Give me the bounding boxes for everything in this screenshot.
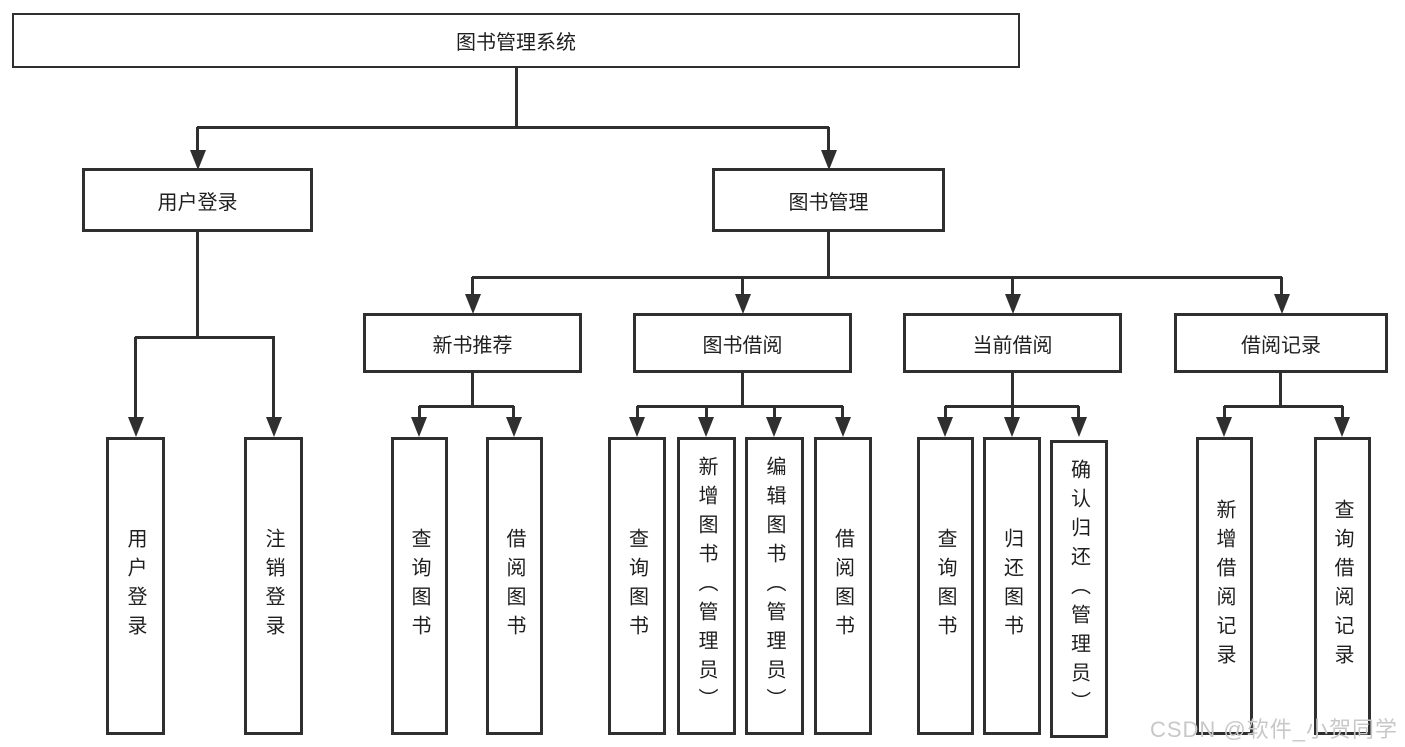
leaf-label: 归还图书 — [1000, 528, 1023, 644]
connector-line — [515, 67, 518, 128]
leaf-query-borrow-record: 查询借阅记录 — [1314, 437, 1371, 735]
connector-line — [741, 277, 744, 298]
arrow-down-icon — [411, 417, 427, 437]
node-label: 图书管理 — [788, 191, 869, 214]
arrow-down-icon — [128, 417, 144, 437]
arrow-down-icon — [465, 294, 481, 314]
connector-line — [741, 372, 744, 407]
node-current-borrowing: 当前借阅 — [903, 313, 1122, 373]
connector-line — [944, 406, 947, 418]
node-book-borrowing: 图书借阅 — [633, 313, 852, 373]
connector-line — [1341, 406, 1344, 418]
connector-line — [827, 127, 830, 153]
connector-line — [1224, 405, 1343, 408]
leaf-label: 确认归还（管理员） — [1067, 458, 1090, 720]
connector-line — [419, 405, 514, 408]
connector-line — [512, 406, 515, 418]
connector-line — [773, 406, 776, 418]
leaf-label: 借阅图书 — [831, 528, 854, 644]
connector-line — [471, 277, 474, 298]
arrow-down-icon — [735, 294, 751, 314]
arrow-down-icon — [937, 417, 953, 437]
arrow-down-icon — [506, 417, 522, 437]
arrow-down-icon — [1004, 417, 1020, 437]
leaf-return-books: 归还图书 — [983, 437, 1041, 735]
node-book-management: 图书管理 — [712, 168, 945, 232]
leaf-label: 注销登录 — [262, 528, 284, 644]
node-label: 图书借阅 — [702, 334, 783, 357]
leaf-label: 查询借阅记录 — [1331, 499, 1353, 673]
connector-line — [1280, 277, 1283, 298]
arrow-down-icon — [1005, 294, 1021, 314]
arrow-down-icon — [821, 150, 837, 170]
connector-line — [272, 337, 275, 419]
node-label: 当前借阅 — [972, 334, 1053, 357]
arrow-down-icon — [266, 417, 282, 437]
connector-line — [418, 406, 421, 418]
node-library-management-system: 图书管理系统 — [12, 13, 1020, 68]
leaf-edit-book-admin: 编辑图书（管理员） — [745, 437, 804, 735]
connector-line — [827, 231, 830, 278]
arrow-down-icon — [1216, 417, 1232, 437]
connector-line — [135, 336, 275, 339]
leaf-logout: 注销登录 — [244, 437, 303, 735]
connector-line — [1279, 372, 1282, 407]
leaf-user-login: 用户登录 — [106, 437, 165, 735]
connector-line — [1011, 277, 1014, 298]
connector-line — [196, 127, 199, 153]
leaf-label: 用户登录 — [124, 528, 146, 644]
connector-line — [196, 231, 199, 337]
leaf-label: 新增图书（管理员） — [695, 455, 717, 717]
leaf-query-books-current: 查询图书 — [917, 437, 974, 735]
connector-line — [1011, 372, 1014, 407]
arrow-down-icon — [1274, 294, 1290, 314]
leaf-confirm-return-admin: 确认归还（管理员） — [1050, 440, 1108, 738]
node-borrowing-records: 借阅记录 — [1174, 313, 1388, 373]
connector-line — [1223, 406, 1226, 418]
connector-line — [705, 406, 708, 418]
arrow-down-icon — [190, 150, 206, 170]
node-user-login: 用户登录 — [82, 168, 313, 232]
connector-line — [472, 276, 1282, 279]
node-label: 用户登录 — [157, 191, 238, 214]
arrow-down-icon — [1334, 417, 1350, 437]
arrow-down-icon — [835, 417, 851, 437]
connector-line — [637, 405, 843, 408]
leaf-add-borrow-record: 新增借阅记录 — [1196, 437, 1253, 735]
leaf-label: 新增借阅记录 — [1213, 499, 1235, 673]
arrow-down-icon — [698, 417, 714, 437]
arrow-down-icon — [1071, 417, 1087, 437]
leaf-borrow-books-recommend: 借阅图书 — [486, 437, 543, 735]
leaf-label: 查询图书 — [408, 528, 430, 644]
leaf-label: 编辑图书（管理员） — [763, 455, 785, 717]
leaf-label: 查询图书 — [934, 528, 956, 644]
leaf-label: 查询图书 — [625, 528, 648, 644]
connector-line — [471, 372, 474, 407]
leaf-query-books-borrowing: 查询图书 — [608, 437, 666, 735]
connector-line — [1077, 406, 1080, 418]
connector-line — [841, 406, 844, 418]
connector-line — [134, 337, 137, 419]
csdn-watermark: CSDN @软件_小贺同学 — [1149, 717, 1398, 742]
arrow-down-icon — [629, 417, 645, 437]
connector-line — [1011, 406, 1014, 418]
connector-line — [636, 406, 639, 418]
node-new-book-recommendation: 新书推荐 — [363, 313, 582, 373]
leaf-borrow-books: 借阅图书 — [814, 437, 872, 735]
node-label: 图书管理系统 — [456, 32, 576, 54]
leaf-label: 借阅图书 — [503, 528, 525, 644]
leaf-query-books-recommend: 查询图书 — [391, 437, 448, 735]
connector-line — [197, 126, 829, 129]
leaf-add-book-admin: 新增图书（管理员） — [677, 437, 736, 735]
node-label: 借阅记录 — [1241, 334, 1321, 357]
arrow-down-icon — [766, 417, 782, 437]
node-label: 新书推荐 — [432, 334, 513, 357]
